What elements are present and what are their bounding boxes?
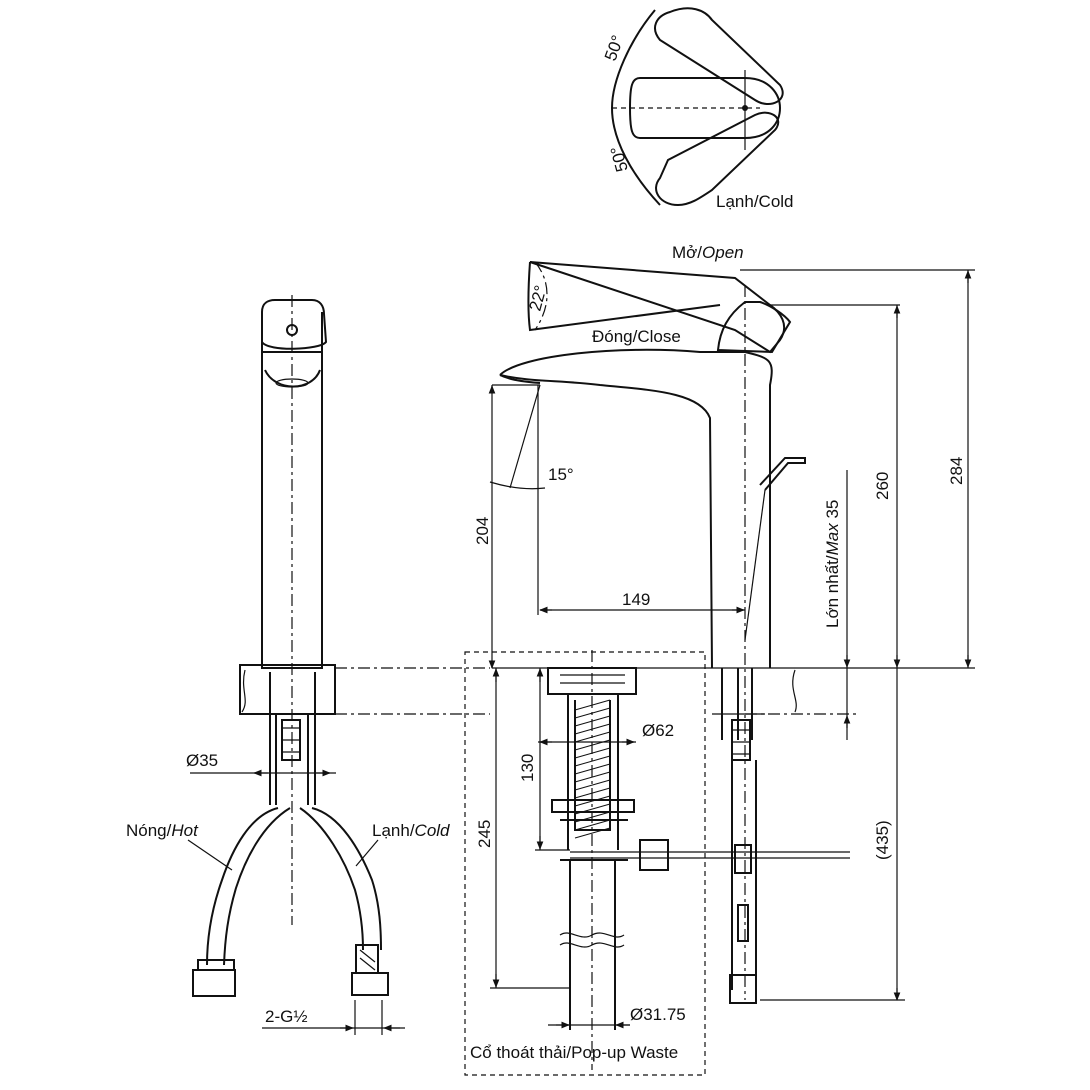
dim-245: 245 <box>475 820 494 848</box>
popup-waste-caption: Cổ thoát thải/Pop-up Waste <box>470 1043 678 1062</box>
hatch-line <box>574 723 611 735</box>
waste-hatch <box>574 699 611 839</box>
dim-260: 260 <box>873 472 892 500</box>
hot-hose-label: Nóng/Hot <box>126 821 199 840</box>
hatch-line <box>574 755 611 767</box>
hatch-line <box>574 731 611 743</box>
hatch-line <box>574 787 611 799</box>
hatch-line <box>574 819 611 831</box>
thread-dim-label: 2-G½ <box>265 1007 308 1026</box>
popup-waste-detail: Ø62 130 245 Ø31.75 Cổ thoát thải/Pop-up … <box>464 650 850 1076</box>
handle-top-view: 50° 50° Lạnh/Cold <box>601 7 794 211</box>
dim-max-35: Lớn nhất/Max 35 <box>823 500 842 628</box>
side-view: 22° Mở/Open Đóng/Close 15° 204 149 <box>473 243 975 1004</box>
handle-angle-bottom: 50° <box>607 144 632 174</box>
hatch-line <box>574 715 611 727</box>
open-label: Mở/Open <box>672 243 744 262</box>
dim-149: 149 <box>622 590 650 609</box>
dim-204: 204 <box>473 517 492 545</box>
handle-cold-label: Lạnh/Cold <box>716 192 794 211</box>
hatch-line <box>574 747 611 759</box>
cold-hose-label: Lạnh/Cold <box>372 821 450 840</box>
hatch-line <box>574 699 611 711</box>
dim-284: 284 <box>947 457 966 485</box>
dim-31-75: Ø31.75 <box>630 1005 686 1024</box>
front-dim-shank: Ø35 <box>186 751 218 770</box>
hatch-line <box>574 827 611 839</box>
close-label: Đóng/Close <box>592 327 681 346</box>
dim-130: 130 <box>518 754 537 782</box>
hatch-line <box>574 771 611 783</box>
dim-435: (435) <box>873 820 892 860</box>
spout-angle-15: 15° <box>548 465 574 484</box>
dim-62: Ø62 <box>642 721 674 740</box>
hatch-line <box>574 707 611 719</box>
hatch-line <box>574 763 611 775</box>
hatch-line <box>574 779 611 791</box>
front-view: Ø35 Nóng/Hot Lạnh/Cold 2-G½ <box>126 295 490 1035</box>
